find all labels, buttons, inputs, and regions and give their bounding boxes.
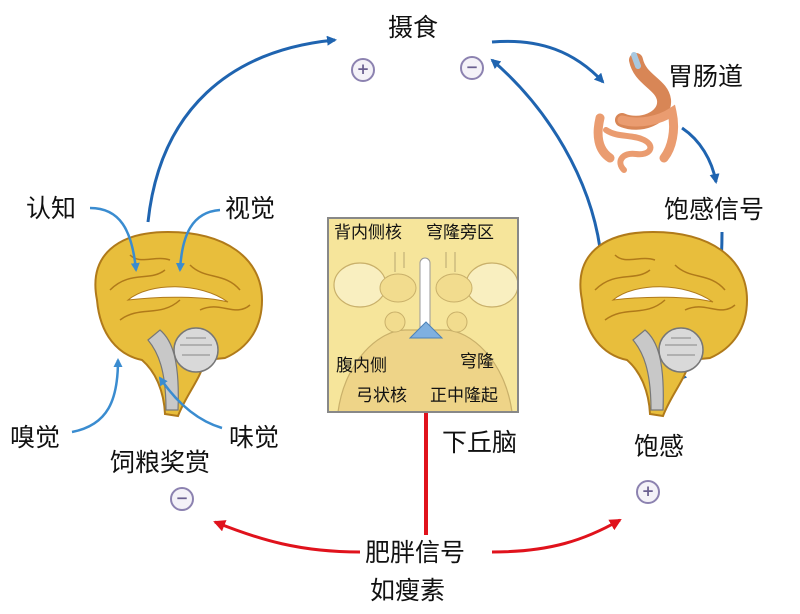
satiety-plus-sign: + [636, 480, 660, 504]
arrow-adiposity-to-satiety [491, 518, 622, 554]
hypothalamus-inset [327, 217, 519, 413]
arrow-vision [175, 208, 221, 272]
label-leptin: 如瘦素 [370, 576, 446, 605]
arrow-brain-to-feeding [146, 35, 337, 223]
label-food-reward: 饲粮奖赏 [110, 448, 211, 477]
right-brain [579, 230, 749, 418]
label-smell: 嗅觉 [10, 423, 61, 452]
label-paraventricular: 穹隆旁区 [426, 223, 494, 243]
feeding-minus-sign: − [460, 56, 484, 80]
label-feeding: 摄食 [388, 13, 439, 42]
label-cognition: 认知 [26, 194, 77, 223]
arrow-adiposity-to-reward [213, 520, 361, 554]
arrow-satiety-brain-to-feeding [490, 58, 602, 249]
gi-tract-illustration [593, 52, 679, 173]
arrow-feeding-to-gi [491, 39, 605, 84]
label-hypothalamus: 下丘脑 [442, 428, 518, 457]
label-vmh: 腹内侧 [336, 356, 387, 376]
label-median-eminence: 正中隆起 [430, 386, 498, 406]
feeding-plus-sign: + [351, 58, 375, 82]
arrow-smell [71, 358, 123, 434]
label-satiety-signal: 饱感信号 [664, 195, 765, 224]
arrow-cognition [89, 206, 140, 272]
reward-minus-sign: − [170, 487, 194, 511]
label-dmh: 背内侧核 [334, 223, 402, 243]
label-satiety: 饱感 [634, 432, 685, 461]
label-gi-tract: 胃肠道 [668, 62, 744, 91]
left-brain [94, 230, 264, 418]
label-fornix: 穹隆 [460, 352, 494, 372]
label-arcuate: 弓状核 [356, 386, 407, 406]
label-vision: 视觉 [225, 194, 276, 223]
arrow-gi-to-satiety-signal [681, 126, 720, 184]
label-taste: 味觉 [229, 423, 280, 452]
arrow-taste [158, 376, 223, 430]
label-adiposity-signal: 肥胖信号 [365, 538, 466, 567]
